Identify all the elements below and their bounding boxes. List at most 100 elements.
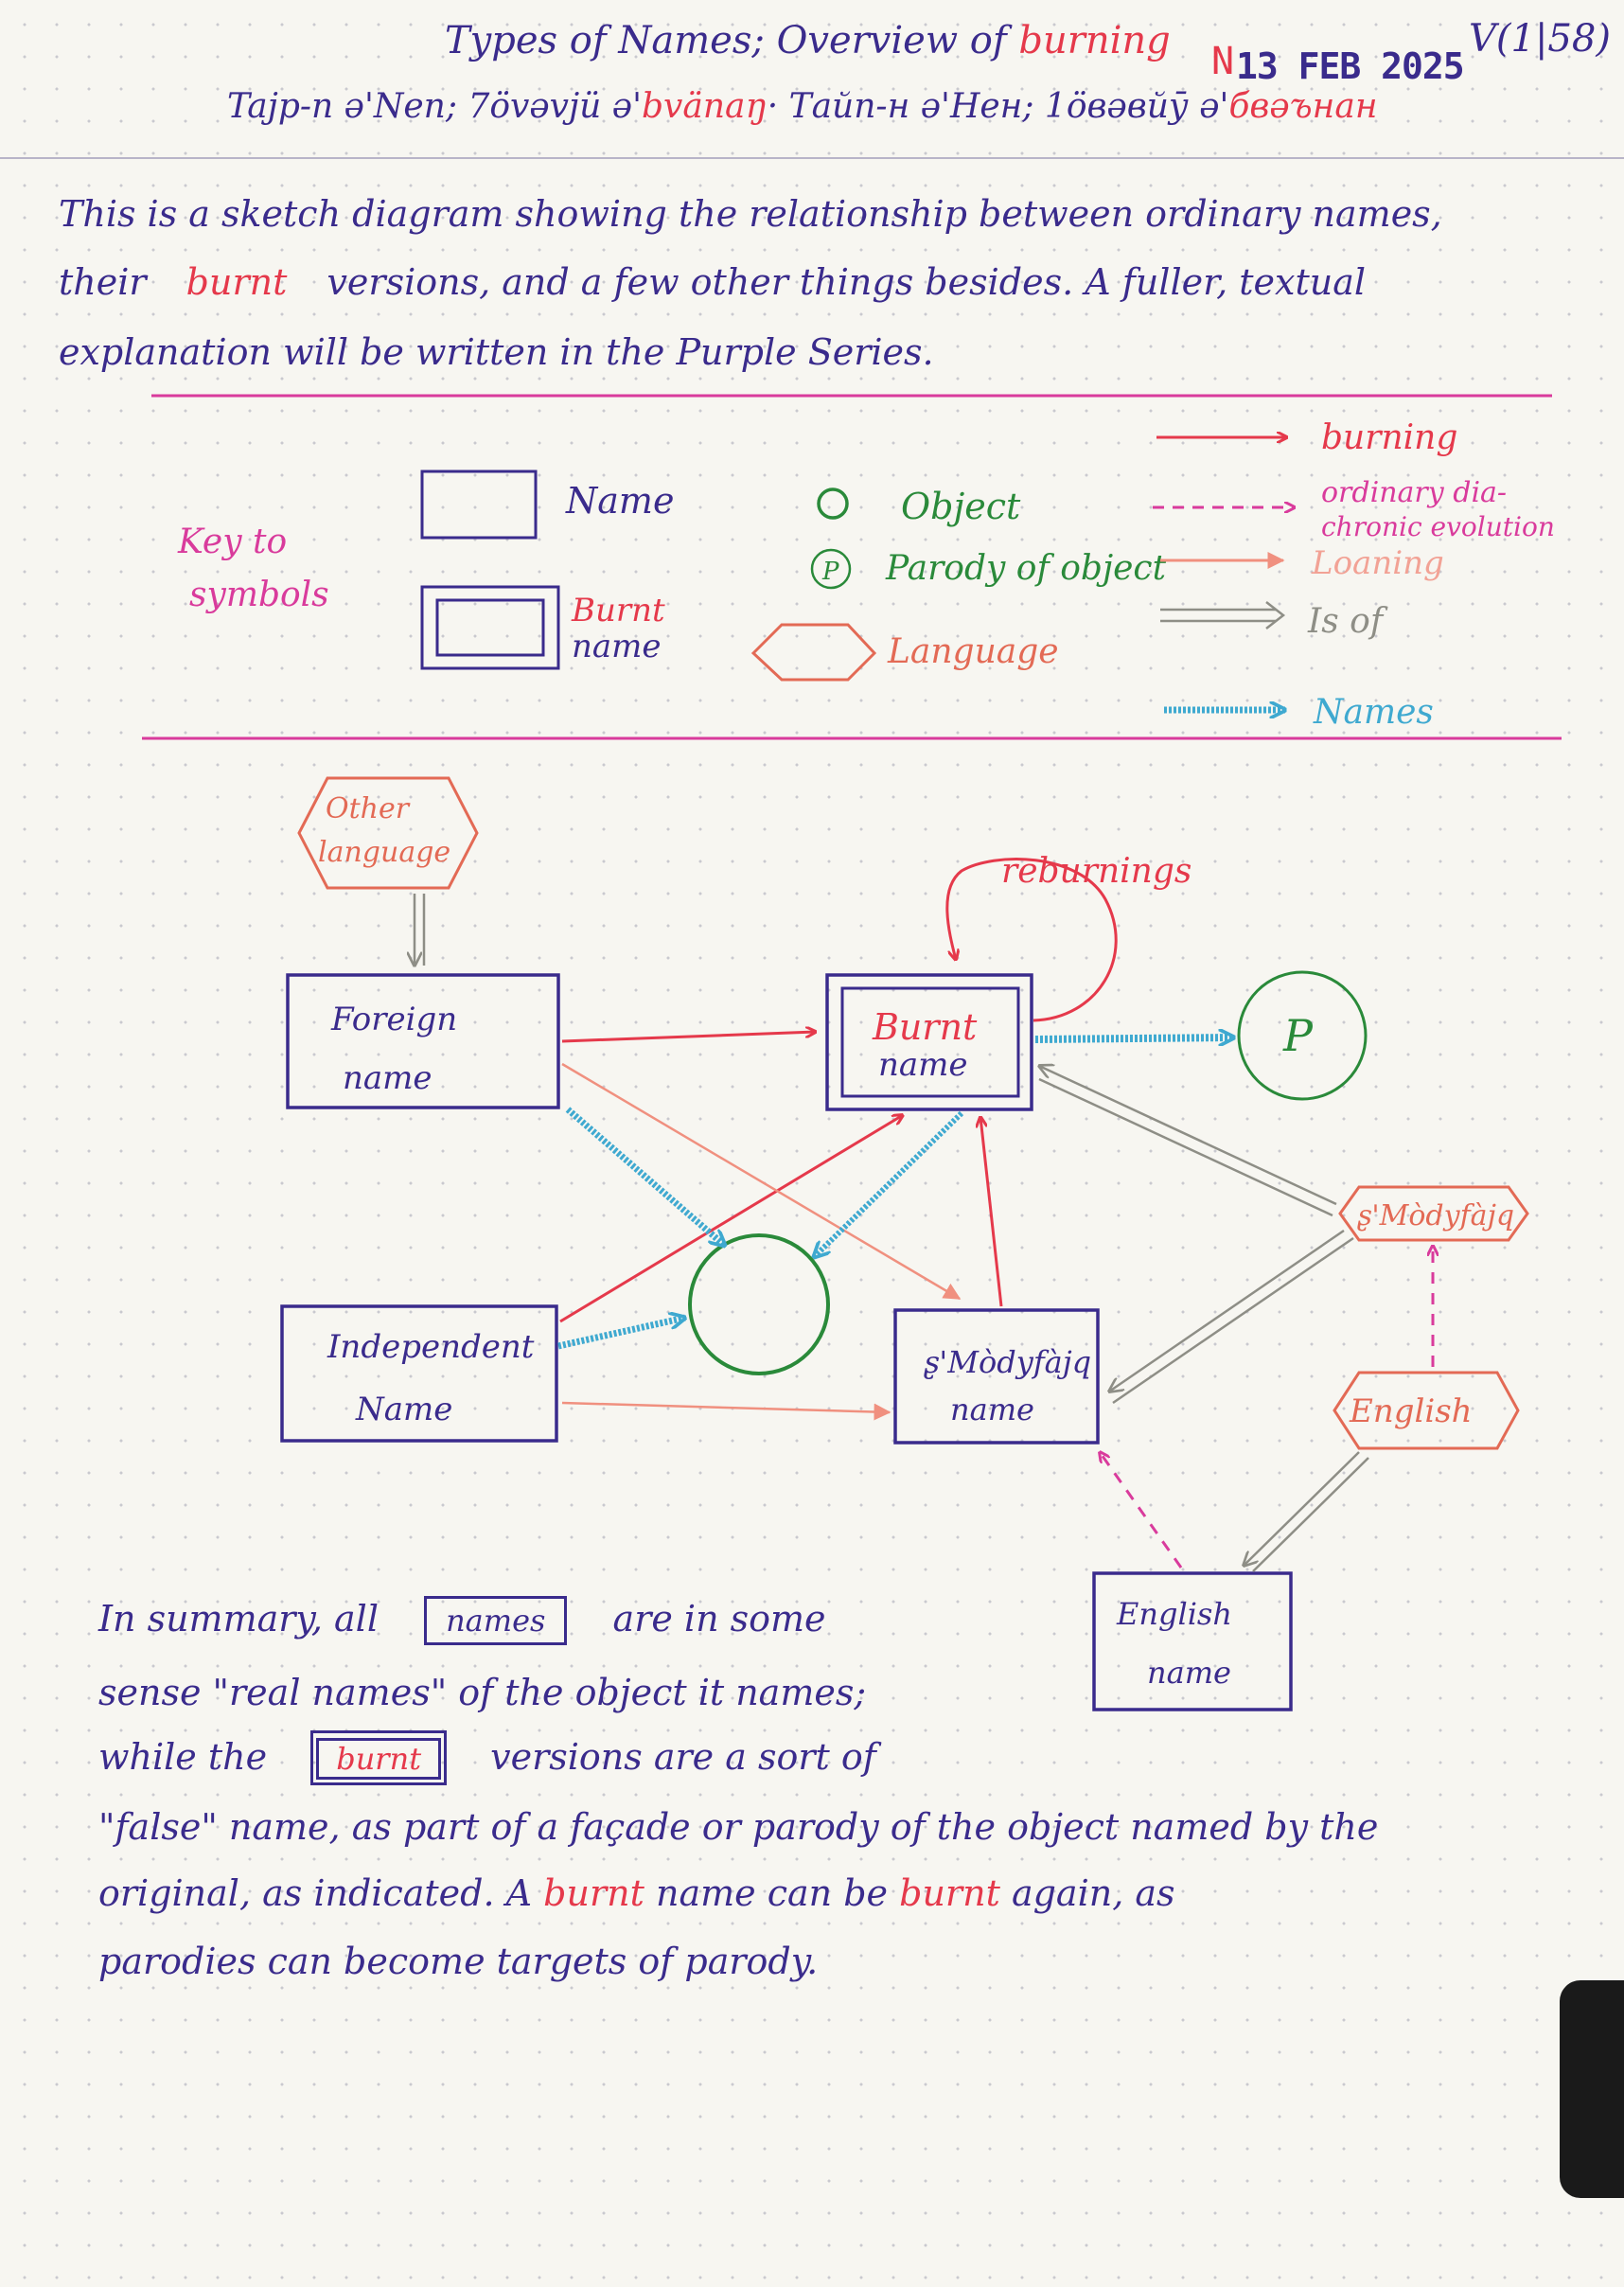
- key-burning-label: burning: [1321, 418, 1457, 457]
- key-isof-arrowhead: [1265, 601, 1286, 629]
- foreign-name-label-1: Foreign: [330, 1001, 457, 1038]
- english-name-label-2: name: [1147, 1655, 1231, 1691]
- arrow-foreign-burnt: [561, 1032, 816, 1043]
- key-names-label: Names: [1313, 693, 1434, 732]
- key-burnt-label-1: Burnt: [571, 592, 665, 629]
- other-language-hexagon: [297, 776, 479, 890]
- modyfajq-language-hexagon: [1338, 1185, 1529, 1242]
- title-text: Types of Names; Overview of: [445, 19, 1007, 62]
- burnt-name-box-inner: [840, 986, 1020, 1098]
- title-burning: burning: [1018, 19, 1171, 62]
- key-heading-line2: symbols: [189, 576, 329, 614]
- summary-line-6: parodies can become targets of parody.: [98, 1941, 819, 1982]
- arrow-loan-foreign-modyfajq: [561, 1062, 962, 1301]
- reburnings-label: reburnings: [1001, 852, 1192, 891]
- summary-text-3b: versions are a sort of: [490, 1736, 876, 1778]
- arrow-loan-independent-modyfajq: [561, 1401, 891, 1421]
- key-parody-label: Parody of object: [885, 549, 1167, 588]
- key-evolution-label-1: ordinary dia-: [1321, 476, 1507, 509]
- modyfajq-language-label: ʂ'Mòdyfàjq: [1357, 1199, 1514, 1232]
- subtitle-burning: bvänaŋ: [642, 87, 768, 126]
- summary-line-3: while the burnt versions are a sort of: [98, 1730, 876, 1785]
- foreign-name-box: [286, 973, 560, 1109]
- other-language-label-2: language: [318, 836, 450, 869]
- summary-burnt-box: burnt: [310, 1730, 448, 1785]
- summary-names-box: names: [424, 1596, 568, 1645]
- key-burnt-label-2: name: [572, 628, 662, 665]
- key-heading-line1: Key to: [177, 523, 287, 561]
- parody-circle: [1237, 970, 1368, 1101]
- key-object-circle: [817, 488, 849, 520]
- english-language-hexagon: [1333, 1371, 1520, 1450]
- modyfajq-name-label-2: name: [950, 1392, 1034, 1427]
- key-name-box: [420, 470, 538, 540]
- arrow-isof-modyfajq-burnt-a: [1039, 1066, 1337, 1206]
- subtitle-part-b: · Тайп-н ə'Нен; 1öвəвйӯ ə': [767, 87, 1229, 126]
- summary-line-5: original, as indicated. A burnt name can…: [98, 1872, 1175, 1914]
- key-loaning-label: Loaning: [1311, 544, 1444, 582]
- arrow-names-modyfajq-object: [814, 1110, 964, 1257]
- independent-name-label-1: Independent: [327, 1328, 535, 1366]
- subtitle-part-a: Tajp-n ə'Nen; 7övəvjü ə': [227, 87, 642, 126]
- summary-text-5b: name can be: [655, 1872, 889, 1914]
- arrow-names-burnt-parody: [1034, 1037, 1234, 1039]
- summary-line-1: In summary, all names are in some: [98, 1596, 826, 1645]
- key-parody-circle: [810, 548, 852, 590]
- key-language-hexagon: [750, 623, 877, 682]
- summary-line-2: sense "real names" of the object it name…: [98, 1672, 867, 1713]
- modyfajq-name-box: [893, 1308, 1100, 1445]
- key-evolution-label-2: chronic evolution: [1321, 511, 1555, 542]
- summary-text-3a: while the: [98, 1736, 268, 1778]
- date-stamp: 13 FEB 2025: [1236, 45, 1465, 87]
- key-object-label: Object: [901, 486, 1021, 527]
- object-circle: [688, 1233, 830, 1375]
- date-stamp-n: N: [1211, 40, 1235, 83]
- burnt-name-box-outer: [825, 973, 1033, 1111]
- intro-versions: versions, and a few other things besides…: [327, 261, 1366, 303]
- parody-symbol: P: [1282, 1010, 1314, 1061]
- reburnings-loop: [945, 858, 1118, 1022]
- key-name-label: Name: [565, 480, 674, 522]
- arrow-names-independent-object: [557, 1318, 685, 1350]
- intro-burnt: burnt: [185, 261, 288, 303]
- summary-text-5c: again, as: [1011, 1872, 1175, 1914]
- summary-burnt-2: burnt: [899, 1872, 1000, 1914]
- arrow-evolution-englishname-modyfajq: [1100, 1452, 1183, 1569]
- summary-text-1b: are in some: [612, 1598, 826, 1640]
- page-reference: V(1|58): [1469, 17, 1611, 61]
- arrow-independent-burnt: [559, 1115, 903, 1323]
- independent-name-label-2: Name: [355, 1391, 452, 1428]
- summary-burnt-1: burnt: [543, 1872, 644, 1914]
- summary-burnt-inner: burnt: [316, 1738, 442, 1780]
- arrow-isof-modyfajq-burnt-b: [1038, 1077, 1333, 1217]
- intro-line-3: explanation will be written in the Purpl…: [59, 331, 934, 373]
- summary-line-4: "false" name, as part of a façade or par…: [98, 1806, 1379, 1848]
- arrow-isof-modyfajq-name-a: [1109, 1229, 1345, 1392]
- page-subtitle: Tajp-n ə'Nen; 7övəvjü ə'bvänaŋ· Тайп-н ə…: [227, 87, 1378, 126]
- other-language-label-1: Other: [326, 792, 411, 825]
- arrow-names-foreign-object: [565, 1107, 725, 1246]
- summary-text-1a: In summary, all: [98, 1598, 379, 1640]
- header-rule: [0, 157, 1624, 159]
- key-parody-symbol: P: [821, 558, 839, 586]
- key-language-label: Language: [887, 632, 1059, 671]
- key-burnt-box-outer: [420, 585, 560, 670]
- binder-clip: [1560, 1980, 1624, 2198]
- burnt-name-label-1: Burnt: [872, 1006, 978, 1048]
- intro-their: their: [59, 261, 147, 303]
- summary-text-5a: original, as indicated. A: [98, 1872, 533, 1914]
- arrow-isof-modyfajq-name-b: [1112, 1236, 1354, 1405]
- arrow-isof-english-a: [1244, 1451, 1360, 1566]
- subtitle-burning-cyrillic: бвəънан: [1228, 87, 1378, 126]
- modyfajq-name-label-1: ʂ'Mòdyfàjq: [924, 1344, 1091, 1380]
- arrow-isof-english-b: [1252, 1457, 1369, 1572]
- independent-name-box: [280, 1304, 558, 1443]
- english-name-box: [1092, 1571, 1293, 1711]
- english-name-label-1: English: [1116, 1596, 1232, 1632]
- english-language-label: English: [1349, 1392, 1473, 1430]
- burnt-name-label-2: name: [878, 1046, 968, 1084]
- intro-line-2: their burnt versions, and a few other th…: [59, 261, 1366, 303]
- foreign-name-label-2: name: [343, 1059, 432, 1097]
- arrow-modyfajq-burnt: [980, 1117, 1003, 1307]
